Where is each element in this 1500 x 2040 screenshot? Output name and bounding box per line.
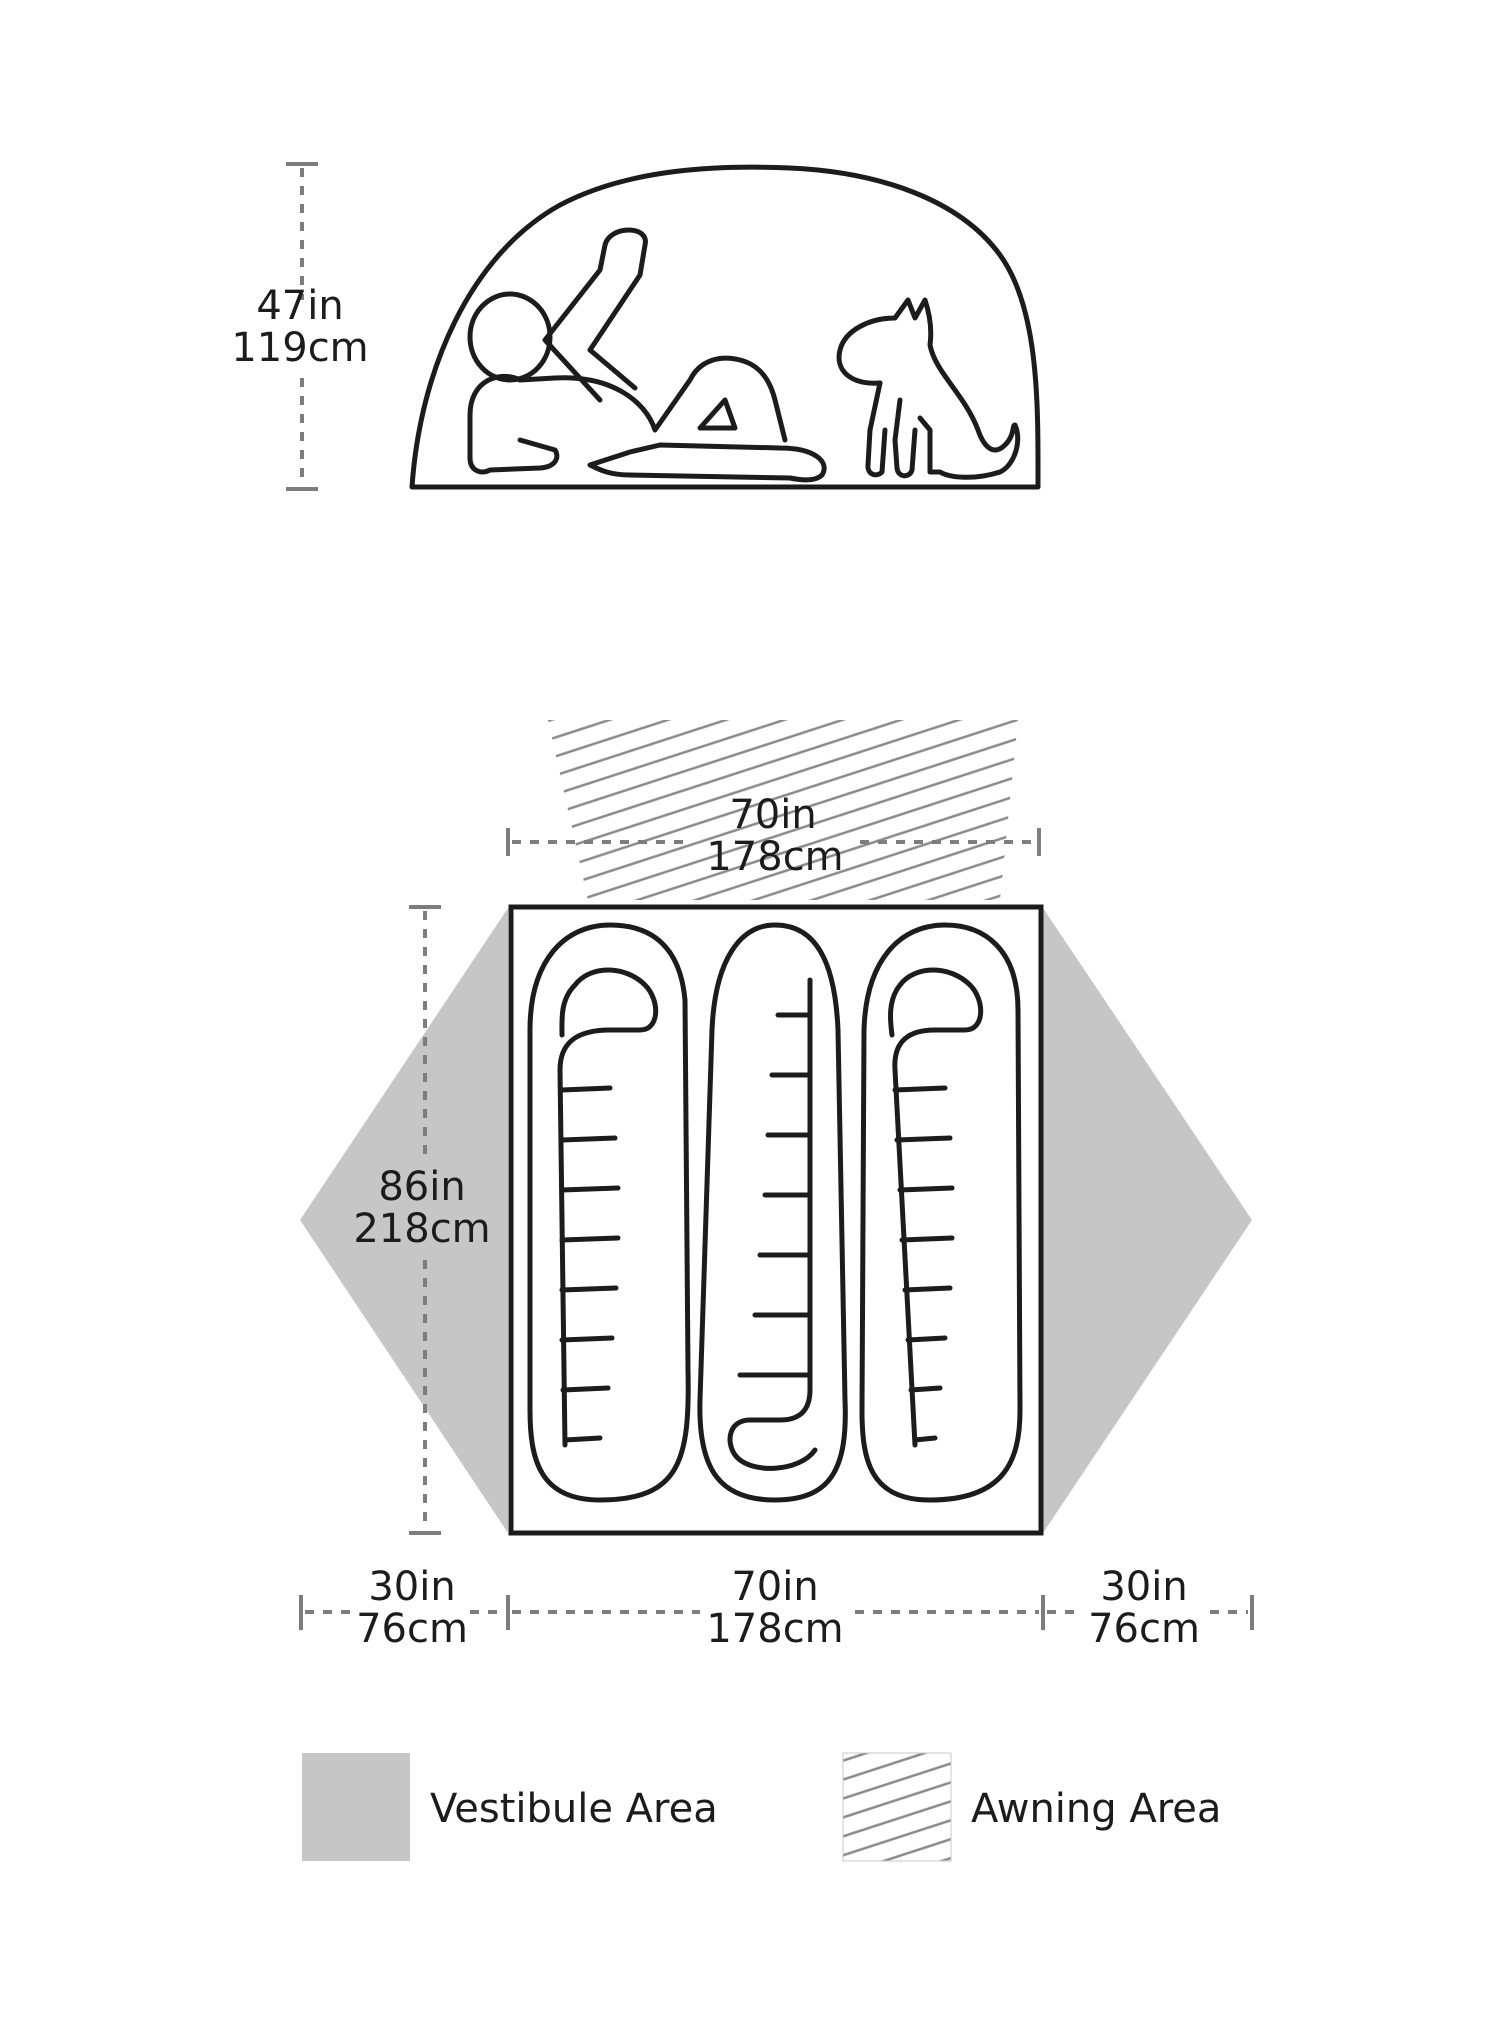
legend-vestibule-swatch (302, 1753, 410, 1861)
tent-dome-outline (409, 164, 1041, 490)
vestibule-right-centimeters: 76cm (1088, 1606, 1200, 1652)
legend: Vestibule Area Awning Area (302, 1752, 1221, 1862)
vestibule-left-centimeters: 76cm (356, 1606, 468, 1652)
vestibule-right-inches: 30in (1100, 1564, 1187, 1610)
legend-awning-swatch (842, 1752, 952, 1862)
height-inches: 47in (256, 283, 343, 329)
height-dimension: 47in 119cm (231, 162, 369, 491)
awning-width-centimeters: 178cm (706, 834, 843, 880)
awning-area (548, 720, 1018, 900)
vestibule-right (1043, 908, 1252, 1533)
sleeping-bag-left-icon (527, 922, 691, 1503)
floor-plan: 70in 178cm 86in 218cm 30in 76cm 7 (299, 720, 1254, 1652)
dog-sitting-icon (836, 297, 1021, 480)
legend-vestibule-label: Vestibule Area (430, 1786, 718, 1832)
bottom-width-dimensions: 30in 76cm 70in 178cm 30in 76cm (299, 1564, 1254, 1652)
sleeping-bag-right-icon (859, 922, 1023, 1503)
sleeping-bag-center-icon (697, 922, 848, 1503)
floor-length-inches: 86in (378, 1164, 465, 1210)
awning-width-dimension: 70in 178cm (506, 792, 1041, 880)
awning-width-inches: 70in (729, 792, 816, 838)
vestibule-left-inches: 30in (368, 1564, 455, 1610)
height-centimeters: 119cm (231, 325, 368, 371)
floor-length-dimension: 86in 218cm (353, 905, 491, 1535)
vestibule-left (300, 908, 508, 1533)
tent-floor-outline (508, 904, 1044, 1536)
legend-awning-label: Awning Area (971, 1786, 1221, 1832)
floor-width-inches: 70in (731, 1564, 818, 1610)
side-view: 47in 119cm (231, 162, 1041, 491)
person-reclining-icon (467, 227, 827, 483)
floor-width-centimeters: 178cm (706, 1606, 843, 1652)
floor-length-centimeters: 218cm (353, 1206, 490, 1252)
